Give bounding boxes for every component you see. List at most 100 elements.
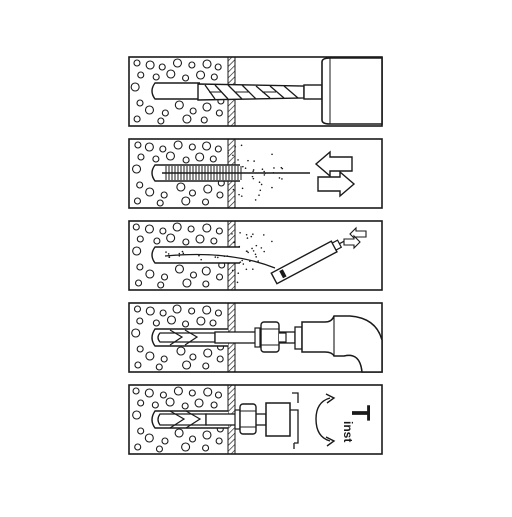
- dust-particle: [232, 188, 235, 191]
- pebble: [136, 345, 144, 353]
- panel-insert: [128, 302, 383, 373]
- pebble: [176, 346, 186, 356]
- pebble: [182, 360, 192, 370]
- blow-out-arrows-icon: [314, 150, 356, 198]
- pebble: [136, 99, 144, 107]
- pebble: [160, 191, 168, 199]
- pebble: [133, 59, 141, 67]
- pebble: [188, 143, 196, 151]
- pebble: [173, 140, 183, 150]
- pebble: [196, 316, 206, 326]
- dust-particle: [227, 152, 229, 154]
- pebble: [176, 182, 186, 192]
- dust-particle: [247, 251, 249, 254]
- pebble: [155, 445, 164, 453]
- pebble: [156, 199, 164, 207]
- pebble: [144, 142, 154, 152]
- dust-particle: [234, 145, 237, 148]
- pebble: [159, 391, 167, 399]
- dust-particle: [245, 233, 248, 236]
- pebble: [152, 73, 160, 81]
- pebble: [189, 435, 197, 443]
- dust-particle: [271, 240, 273, 243]
- pebble: [196, 70, 206, 80]
- pebble: [166, 315, 177, 325]
- pebble: [202, 430, 212, 440]
- pebble: [153, 237, 161, 245]
- pebble: [136, 235, 144, 243]
- dust-particle: [233, 241, 235, 244]
- pebble: [202, 280, 210, 288]
- pebble: [173, 386, 183, 396]
- dust-particle: [258, 194, 260, 196]
- pebble: [214, 391, 223, 399]
- pebble: [160, 273, 169, 281]
- pebble: [133, 115, 141, 123]
- pebble: [202, 141, 212, 151]
- pebble: [166, 69, 176, 79]
- torque-wrench-icon: [265, 392, 299, 449]
- dust-particle: [217, 256, 219, 259]
- panel-blow: [128, 220, 383, 291]
- dust-particle: [223, 255, 226, 257]
- pebble: [188, 61, 196, 69]
- pebble: [134, 141, 142, 149]
- hammer-icon: [294, 315, 383, 373]
- dust-particle: [250, 235, 253, 238]
- dust-particle: [253, 160, 255, 162]
- pebble: [189, 271, 198, 279]
- panel-torque: T inst: [128, 384, 383, 455]
- concrete-texture: [132, 386, 224, 453]
- dust-particle: [280, 166, 283, 169]
- dust-particle: [281, 178, 283, 180]
- pebble: [159, 309, 167, 317]
- pebble: [215, 437, 223, 445]
- dust-particle: [168, 256, 171, 258]
- pebble: [215, 227, 223, 235]
- pebble: [166, 233, 176, 243]
- dust-particle: [241, 259, 243, 262]
- dust-particle: [238, 193, 240, 196]
- pebble: [145, 306, 155, 316]
- dust-particle: [198, 254, 200, 257]
- pebble: [159, 145, 167, 153]
- torque-symbol: T: [346, 405, 376, 421]
- dust-particle: [255, 256, 257, 258]
- pebble: [202, 362, 210, 370]
- dust-particle: [231, 269, 234, 272]
- dust-particle: [252, 250, 255, 252]
- pebble: [181, 442, 191, 452]
- pebble: [209, 155, 217, 163]
- pebble: [131, 328, 141, 338]
- blow-pump-icon: [270, 226, 367, 285]
- dust-particle: [259, 189, 262, 192]
- pebble: [195, 234, 205, 244]
- pebble: [152, 319, 160, 327]
- dust-particle: [246, 250, 248, 253]
- pebble: [216, 355, 224, 363]
- pebble: [203, 387, 213, 397]
- dust-particle: [260, 183, 263, 186]
- pebble: [145, 351, 155, 361]
- cleaning-brush: [162, 166, 310, 180]
- dust-particle: [261, 168, 264, 171]
- pebble: [144, 388, 154, 398]
- pebble: [172, 304, 182, 314]
- dust-particle: [272, 171, 275, 174]
- pebble: [133, 197, 142, 205]
- concrete-texture: [130, 58, 225, 125]
- dust-particle: [241, 187, 244, 190]
- dust-particle: [182, 252, 185, 255]
- pebble: [210, 73, 218, 81]
- dust-particle: [231, 233, 233, 235]
- pebble: [182, 278, 192, 288]
- pebble: [181, 320, 190, 328]
- pebble: [155, 363, 163, 371]
- anchor-bolt: [157, 321, 296, 353]
- panel-drill: [128, 56, 383, 127]
- pebble: [189, 107, 197, 115]
- dust-particle: [271, 153, 273, 156]
- dust-particle: [254, 253, 257, 256]
- dust-particles: [227, 144, 284, 201]
- pebble: [157, 117, 165, 125]
